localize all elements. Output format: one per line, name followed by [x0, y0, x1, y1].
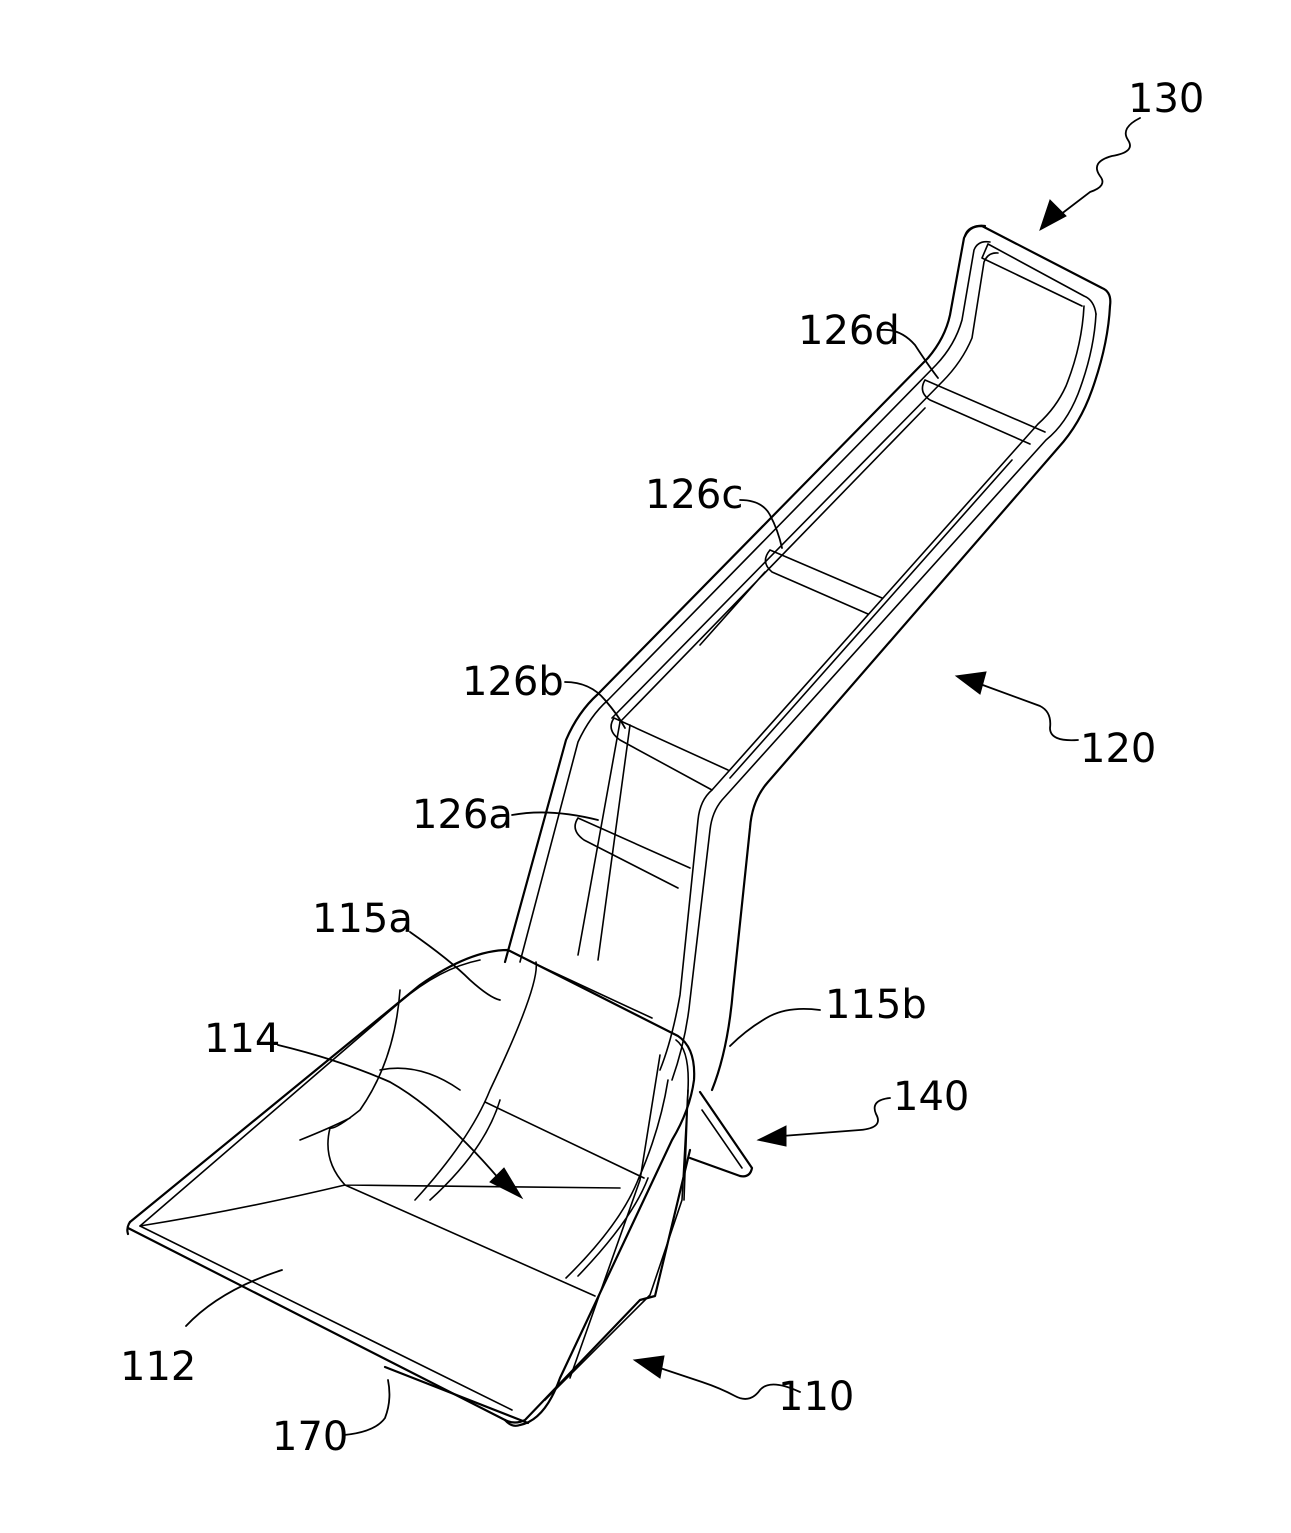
handle-channel-right: [578, 460, 1012, 955]
stand-140: [690, 1092, 752, 1176]
leader-126a: [512, 812, 598, 820]
arrow-140: [758, 1126, 786, 1146]
label-115a: 115a: [312, 896, 413, 942]
leader-115a: [410, 932, 500, 1000]
scoop-left-sidewall: [300, 990, 400, 1185]
label-130: 130: [1128, 76, 1204, 122]
leader-170: [344, 1380, 389, 1435]
label-126a: 126a: [412, 792, 513, 838]
label-110: 110: [778, 1374, 854, 1420]
leader-130: [1056, 118, 1140, 218]
scoop-lip-inner: [140, 960, 512, 1410]
crossbar-lower: [485, 966, 652, 1178]
label-112: 112: [120, 1344, 196, 1390]
label-126d: 126d: [798, 308, 900, 354]
stand-inner: [702, 1110, 742, 1168]
label-120: 120: [1080, 726, 1156, 772]
handle-channel-mid: [598, 725, 630, 960]
arrow-120: [956, 672, 986, 694]
handle-right-rail-outer: [712, 306, 1110, 1090]
leaders: [186, 118, 1140, 1435]
scoop-curve-114: [380, 1068, 460, 1090]
scoop-front-lip: [127, 1222, 505, 1420]
label-140: 140: [893, 1074, 969, 1120]
handle-left-rail-inner: [520, 242, 990, 962]
leader-126c: [740, 500, 782, 548]
label-114: 114: [204, 1016, 280, 1062]
scoop-back-edge: [505, 1150, 690, 1423]
stand-outline: [690, 1092, 752, 1176]
handle-channel-left: [620, 408, 925, 722]
scoop-right-wall-inner: [570, 1055, 688, 1378]
arrow-114: [490, 1168, 522, 1198]
leader-126b: [565, 682, 625, 728]
label-126c: 126c: [645, 472, 743, 518]
scoop-floor-line: [140, 1185, 620, 1296]
leader-114: [278, 1045, 500, 1180]
leader-115b: [730, 1009, 820, 1046]
label-170: 170: [272, 1414, 348, 1460]
handle-assembly: [485, 226, 1110, 1178]
label-126b: 126b: [462, 659, 564, 705]
leader-120: [980, 684, 1078, 740]
crossbar-126d: [922, 380, 1045, 444]
crossbar-126c: [765, 550, 882, 614]
arrow-110: [634, 1356, 664, 1378]
leader-140: [782, 1098, 890, 1136]
handle-top-grip: [965, 226, 1110, 306]
crossbar-126b: [611, 718, 728, 790]
label-115b: 115b: [825, 982, 927, 1028]
reference-numerals: 130 126d 126c 126b 120 126a 115a 115b 11…: [120, 76, 1204, 1460]
scoop-rib-left: [415, 962, 536, 1200]
arrow-130: [1040, 200, 1066, 230]
base-rail-170: [385, 1367, 528, 1423]
